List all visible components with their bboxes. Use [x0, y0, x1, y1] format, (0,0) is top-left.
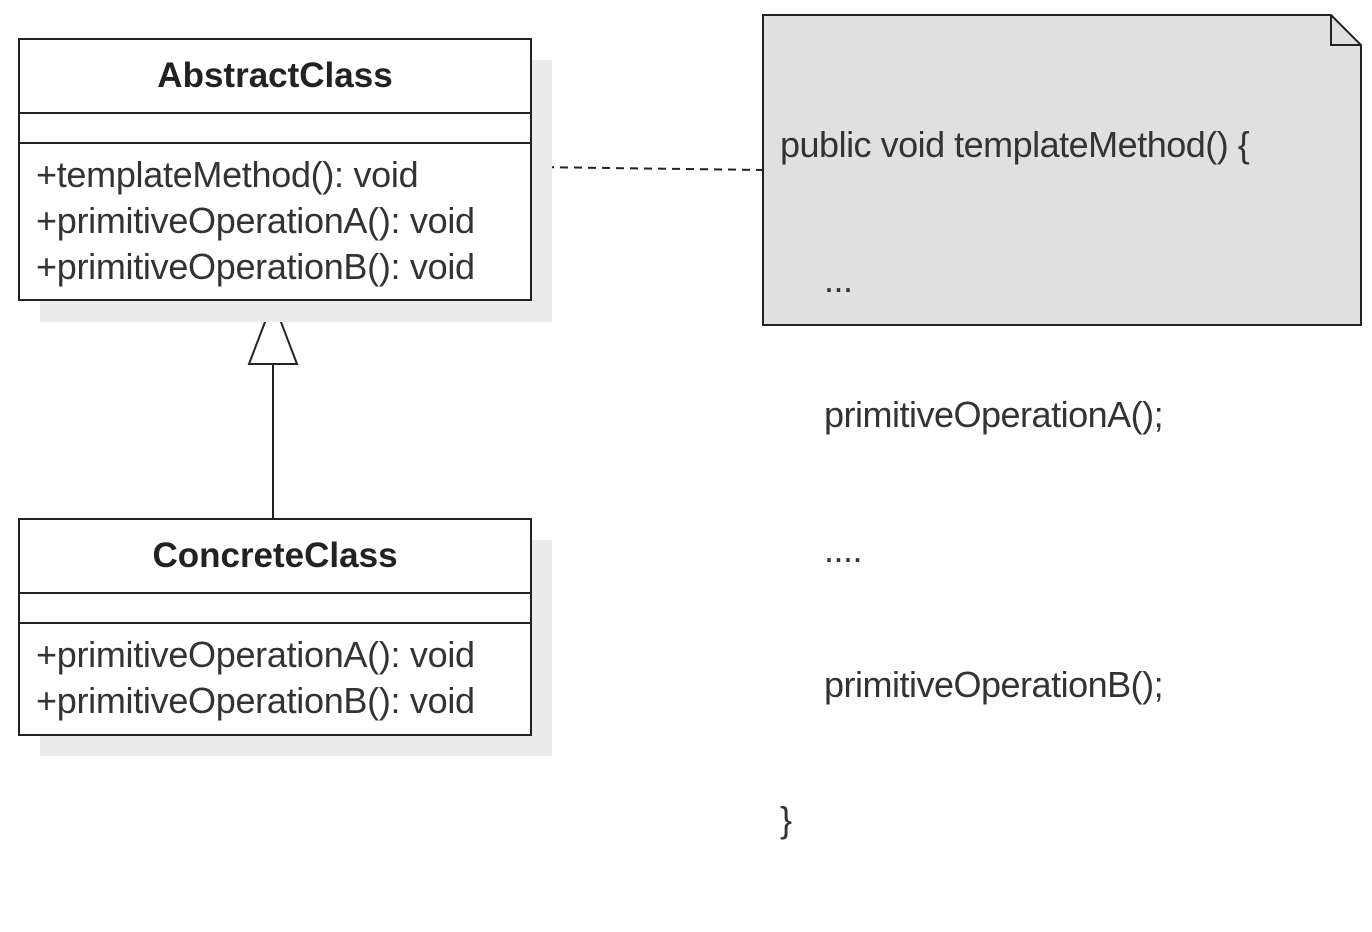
abstract-op-primitive-b: +primitiveOperationB(): void	[36, 246, 475, 287]
note-line-ellipsis-2: ....	[824, 529, 863, 570]
generalization-arrowhead	[247, 298, 299, 365]
note-line-closing-brace: }	[780, 799, 792, 840]
concrete-class-box[interactable]: ConcreteClass +primitiveOperationA(): vo…	[18, 518, 532, 736]
abstract-op-primitive-a: +primitiveOperationA(): void	[36, 200, 475, 241]
abstract-class-name: AbstractClass	[20, 40, 530, 114]
abstract-class-operations: +templateMethod(): void +primitiveOperat…	[20, 144, 530, 290]
concrete-op-primitive-a: +primitiveOperationA(): void	[36, 634, 475, 675]
concrete-class-attributes	[20, 594, 530, 624]
note-line-call-b: primitiveOperationB();	[824, 664, 1164, 705]
note-text: public void templateMethod() { ... primi…	[780, 32, 1250, 932]
abstract-class-box[interactable]: AbstractClass +templateMethod(): void +p…	[18, 38, 532, 301]
concrete-op-primitive-b: +primitiveOperationB(): void	[36, 680, 475, 721]
code-note[interactable]: public void templateMethod() { ... primi…	[762, 14, 1362, 840]
note-line-call-a: primitiveOperationA();	[824, 394, 1164, 435]
concrete-class-name: ConcreteClass	[20, 520, 530, 594]
note-folded-corner	[1330, 15, 1361, 46]
connectors-layer	[247, 166, 763, 518]
abstract-class-attributes	[20, 114, 530, 144]
concrete-class-operations: +primitiveOperationA(): void +primitiveO…	[20, 624, 530, 724]
note-anchor-dashed-line[interactable]	[531, 166, 763, 171]
note-shape	[762, 14, 1362, 326]
abstract-op-template-method: +templateMethod(): void	[36, 154, 419, 195]
note-body	[762, 14, 1362, 326]
note-line-ellipsis-1: ...	[824, 259, 853, 300]
note-line-signature: public void templateMethod() {	[780, 124, 1250, 165]
